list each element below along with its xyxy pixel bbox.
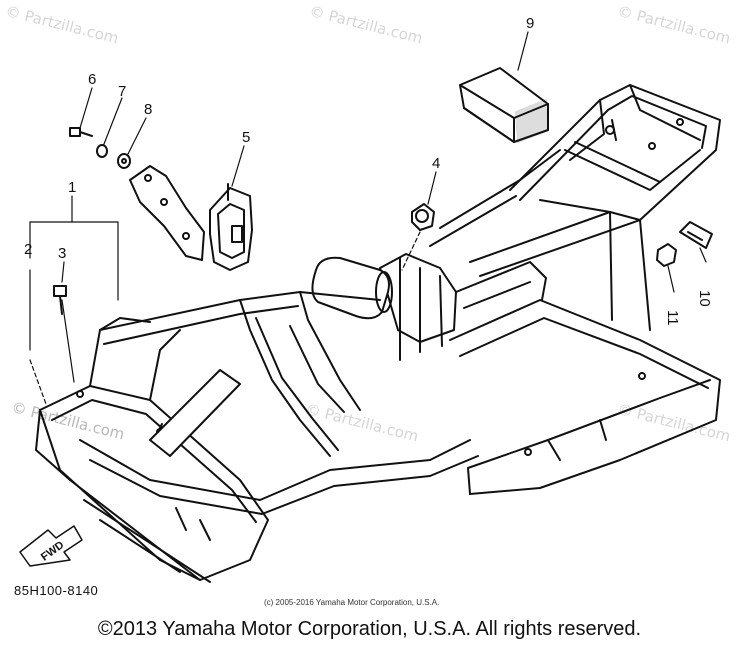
nut-part-8 [117, 153, 131, 169]
seat-cushion-part-9 [459, 67, 549, 143]
callout-1: 1 [68, 179, 76, 196]
callout-11: 11 [664, 310, 681, 326]
callout-8: 8 [144, 101, 152, 118]
nut-part-11 [656, 243, 677, 267]
side-bracket [129, 165, 205, 261]
callout-9: 9 [526, 15, 534, 32]
callout-10: 10 [696, 290, 713, 307]
clip-part-10 [679, 221, 713, 249]
bolt-part-3 [53, 285, 67, 315]
forward-arrow [19, 525, 83, 567]
main-frame [35, 84, 721, 583]
bolt-part-6 [69, 127, 93, 137]
callout-3: 3 [58, 245, 66, 262]
callout-7: 7 [118, 83, 126, 100]
leader-lines [29, 31, 707, 405]
grommet-part-4 [411, 203, 435, 231]
footer-copyright: ©2013 Yamaha Motor Corporation, U.S.A. A… [97, 618, 642, 640]
small-copyright: (c) 2005-2016 Yamaha Motor Corporation, … [264, 598, 440, 607]
callout-5: 5 [242, 129, 250, 146]
callout-6: 6 [88, 71, 96, 88]
bracket-part-5 [209, 183, 253, 271]
diagram-code: 85H100-8140 [14, 583, 99, 598]
callout-2: 2 [24, 241, 32, 258]
washer-part-7 [96, 144, 108, 158]
callout-4: 4 [432, 155, 440, 172]
